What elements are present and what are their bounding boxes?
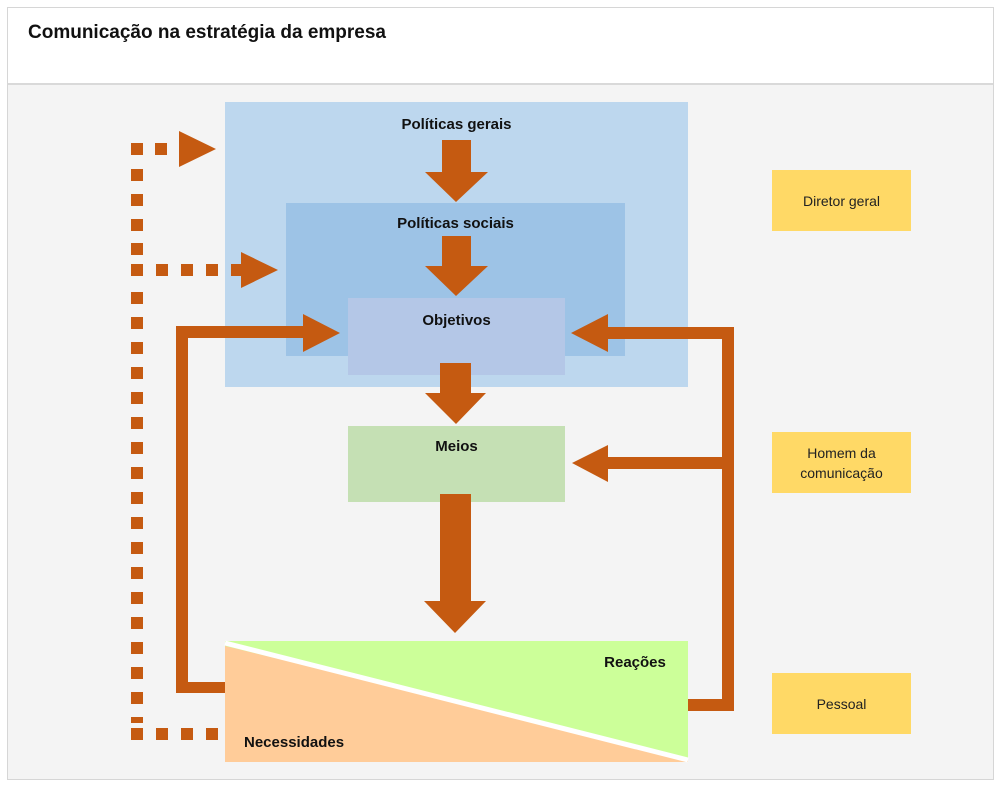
- header: Comunicação na estratégia da empresa: [8, 8, 993, 85]
- diagonal-divider: [224, 640, 689, 763]
- label-politicas-gerais: Políticas gerais: [401, 116, 512, 133]
- page-title: Comunicação na estratégia da empresa: [28, 22, 386, 43]
- role-pessoal: Pessoal: [772, 673, 911, 734]
- label-politicas-sociais: Políticas sociais: [397, 215, 514, 232]
- arrow-sociais-to-objetivos: [425, 236, 488, 296]
- role-diretor-geral: Diretor geral: [772, 170, 911, 231]
- label-meios: Meios: [435, 438, 478, 455]
- label-objetivos: Objetivos: [422, 312, 491, 329]
- label-necessidades: Necessidades: [244, 734, 345, 751]
- arrow-reacoes-to-objetivos-meios: [571, 314, 734, 711]
- arrow-gerais-to-sociais: [425, 140, 488, 202]
- arrow-objetivos-to-meios: [425, 363, 486, 424]
- label-reacoes: Reações: [604, 654, 666, 671]
- box-meios: [348, 426, 565, 502]
- arrow-meios-to-necessidades: [424, 494, 486, 633]
- arrow-necessidades-to-objetivos: [176, 314, 340, 693]
- box-objetivos: [348, 298, 565, 375]
- role-homem-da-comunicacao: Homem da comunicação: [772, 432, 911, 493]
- dotted-arrow-necessidades-to-politicas: [131, 131, 278, 740]
